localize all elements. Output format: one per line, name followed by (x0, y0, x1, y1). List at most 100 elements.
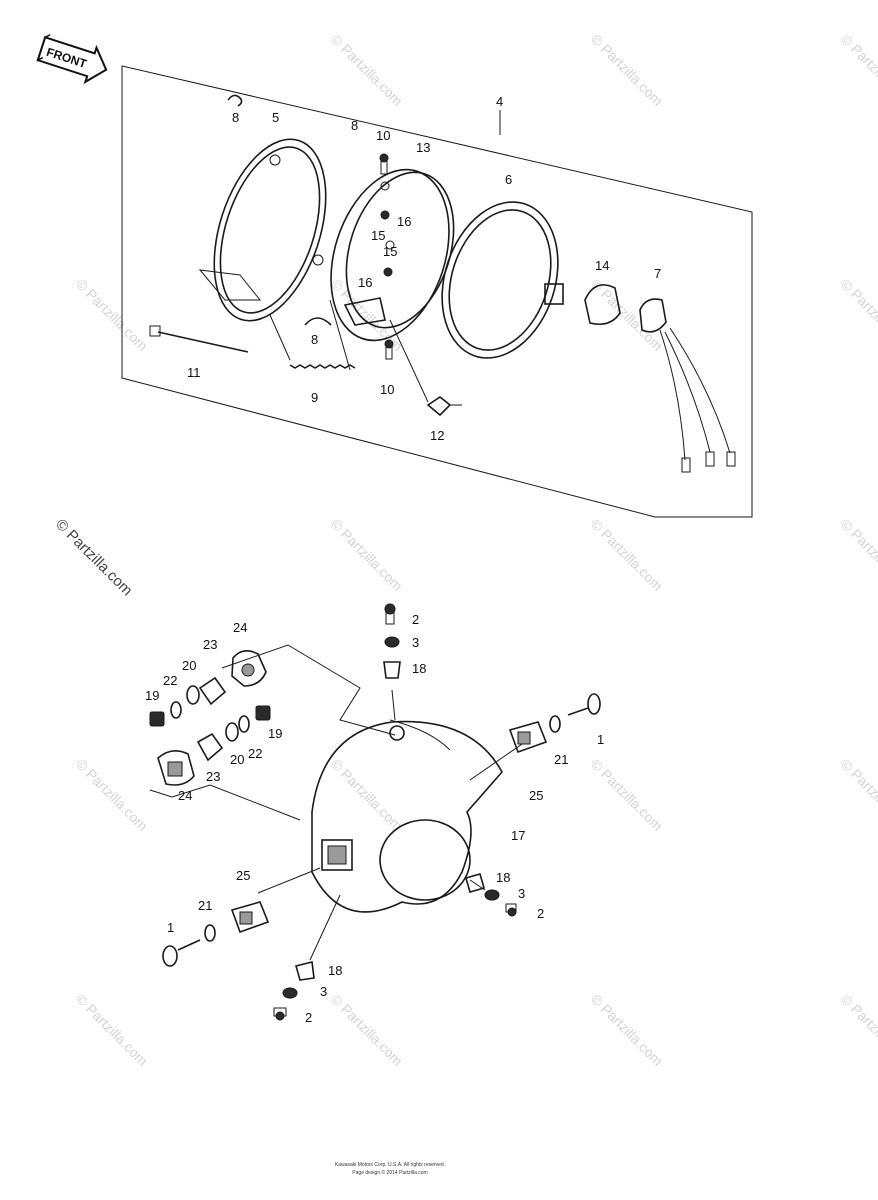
nut-part (149, 711, 165, 727)
callout-label: 20 (230, 752, 244, 767)
callout-label: 22 (163, 673, 177, 688)
callout-label: 3 (518, 886, 525, 901)
callout-label: 21 (554, 752, 568, 767)
screw-part (379, 153, 394, 360)
mount-plate-part (508, 721, 548, 754)
watermark: © Partzilla.com (838, 31, 878, 109)
watermark-group: © Partzilla.com © Partzilla.com © Partzi… (52, 31, 878, 1069)
watermark: © Partzilla.com (73, 756, 151, 834)
callout-label: 5 (272, 110, 279, 125)
callout-labels: 4 8 5 8 10 13 6 16 15 15 14 7 16 8 11 10… (145, 94, 661, 1025)
rubber-bracket-part (157, 750, 195, 786)
callout-label: 1 (167, 920, 174, 935)
front-arrow-icon: FRONT (36, 34, 108, 85)
cushion-part (196, 732, 224, 762)
collar-part (186, 685, 200, 705)
sealed-beam-part (441, 201, 564, 359)
callout-label: 17 (511, 828, 525, 843)
grommet-washer-screw-stack (465, 873, 517, 917)
callout-label: 13 (416, 140, 430, 155)
callout-label: 14 (595, 258, 609, 273)
bracket-plate (198, 269, 262, 301)
mount-plate-part (230, 901, 270, 934)
washer-part (238, 715, 250, 733)
watermark: © Partzilla.com (328, 516, 406, 594)
long-bolt-part (149, 325, 249, 353)
copyright-line: Page design © 2014 Partzilla.com (352, 1169, 427, 1176)
watermark: © Partzilla.com (588, 991, 666, 1069)
rubber-bracket-part (231, 650, 267, 687)
callout-label: 1 (597, 732, 604, 747)
watermark: © Partzilla.com (838, 991, 878, 1069)
callout-label: 25 (529, 788, 543, 803)
cushion-part (198, 676, 227, 706)
watermark: © Partzilla.com (73, 276, 151, 354)
spring-part (289, 364, 356, 369)
callout-label: 6 (505, 172, 512, 187)
watermark: © Partzilla.com (328, 31, 406, 109)
callout-label: 21 (198, 898, 212, 913)
copyright-line: Kawasaki Motors Corp. U.S.A. All rights … (335, 1162, 445, 1168)
watermark: © Partzilla.com (73, 991, 151, 1069)
callout-label: 25 (236, 868, 250, 883)
callout-label: 16 (358, 275, 372, 290)
headlight-case-part (311, 719, 503, 913)
callout-label: 18 (328, 963, 342, 978)
adjuster-part (426, 396, 462, 417)
callout-label: 11 (187, 365, 201, 380)
callout-label: 2 (305, 1010, 312, 1025)
callout-label: 15 (371, 228, 385, 243)
callout-label: 3 (320, 984, 327, 999)
callout-label: 18 (496, 870, 510, 885)
bolt-part (162, 939, 201, 967)
callout-label: 2 (537, 906, 544, 921)
callout-label: 19 (268, 726, 282, 741)
bolt-part (567, 693, 601, 716)
callout-label: 23 (203, 637, 217, 652)
callout-label: 8 (351, 118, 358, 133)
clip-part (227, 94, 243, 107)
callout-label: 2 (412, 612, 419, 627)
washer-part (204, 924, 216, 942)
watermark: © Partzilla.com (588, 516, 666, 594)
callout-label: 15 (383, 244, 397, 259)
grommet-washer-screw-stack (383, 603, 401, 679)
callout-label: 9 (311, 390, 318, 405)
watermark-main: © Partzilla.com (52, 516, 135, 599)
callout-label: 24 (178, 788, 192, 803)
clip-part (304, 317, 332, 326)
callout-label: 18 (412, 661, 426, 676)
callout-label: 10 (380, 382, 394, 397)
rim-ring-part (213, 138, 327, 322)
watermark: © Partzilla.com (838, 276, 878, 354)
callout-label: 3 (412, 635, 419, 650)
callout-label: 16 (397, 214, 411, 229)
watermark: © Partzilla.com (328, 756, 406, 834)
washer-part (549, 715, 561, 733)
watermark: © Partzilla.com (588, 31, 666, 109)
callout-label: 10 (376, 128, 390, 143)
callout-label: 7 (654, 266, 661, 281)
callout-label: 8 (232, 110, 239, 125)
callout-label: 20 (182, 658, 196, 673)
socket-cover-part (584, 284, 621, 326)
callout-label: 19 (145, 688, 159, 703)
nut-part (255, 705, 271, 721)
grommet-washer-screw-stack (273, 961, 315, 1021)
callout-label: 22 (248, 746, 262, 761)
callout-label: 24 (233, 620, 247, 635)
leader-lines-upper (269, 110, 501, 403)
watermark: © Partzilla.com (588, 276, 666, 354)
socket-wiring-part (639, 298, 736, 473)
collar-part (225, 722, 239, 742)
watermark: © Partzilla.com (838, 756, 878, 834)
watermark: © Partzilla.com (588, 756, 666, 834)
watermark: © Partzilla.com (328, 991, 406, 1069)
callout-label: 8 (311, 332, 318, 347)
callout-label: 12 (430, 428, 444, 443)
washer-part (170, 701, 182, 719)
callout-label: 4 (496, 94, 503, 109)
assembly-outline (121, 65, 753, 518)
